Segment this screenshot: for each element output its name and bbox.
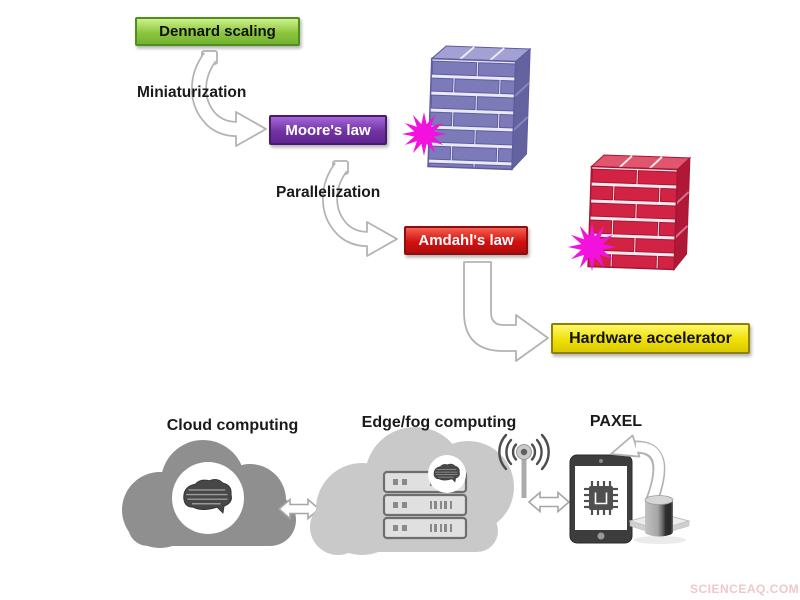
tablet-icon — [569, 454, 633, 544]
double-arrow-edge-paxel-icon — [528, 491, 570, 513]
brick-wall-purple-icon — [427, 45, 532, 171]
watermark: SCIENCEAQ.COM — [690, 582, 800, 596]
antenna-icon — [498, 433, 550, 498]
dennard-label: Dennard scaling — [159, 23, 276, 40]
brick-wall-red-icon — [587, 154, 692, 271]
moores-label: Moore's law — [285, 121, 371, 139]
box-moores-law: Moore's law — [269, 115, 387, 145]
box-dennard-scaling: Dennard scaling — [135, 17, 300, 46]
label-miniaturization: Miniaturization — [137, 84, 247, 101]
box-hardware-accelerator: Hardware accelerator — [551, 323, 750, 354]
box-amdahls-law: Amdahl's law — [404, 226, 528, 255]
curved-arrow-paxel-icon — [610, 434, 666, 503]
label-parallelization: Parallelization — [276, 184, 381, 201]
chip-icon — [584, 481, 618, 515]
label-cloud-computing: Cloud computing — [166, 417, 299, 434]
hardware-label: Hardware accelerator — [569, 329, 732, 347]
bent-arrow-hardware-icon — [463, 261, 549, 362]
label-paxel: PAXEL — [589, 413, 643, 430]
curved-arrow-parallelization-icon — [330, 161, 397, 256]
accelerator-module-icon — [628, 495, 691, 544]
label-edge-fog-computing: Edge/fog computing — [361, 414, 517, 431]
amdahls-label: Amdahl's law — [418, 232, 514, 249]
